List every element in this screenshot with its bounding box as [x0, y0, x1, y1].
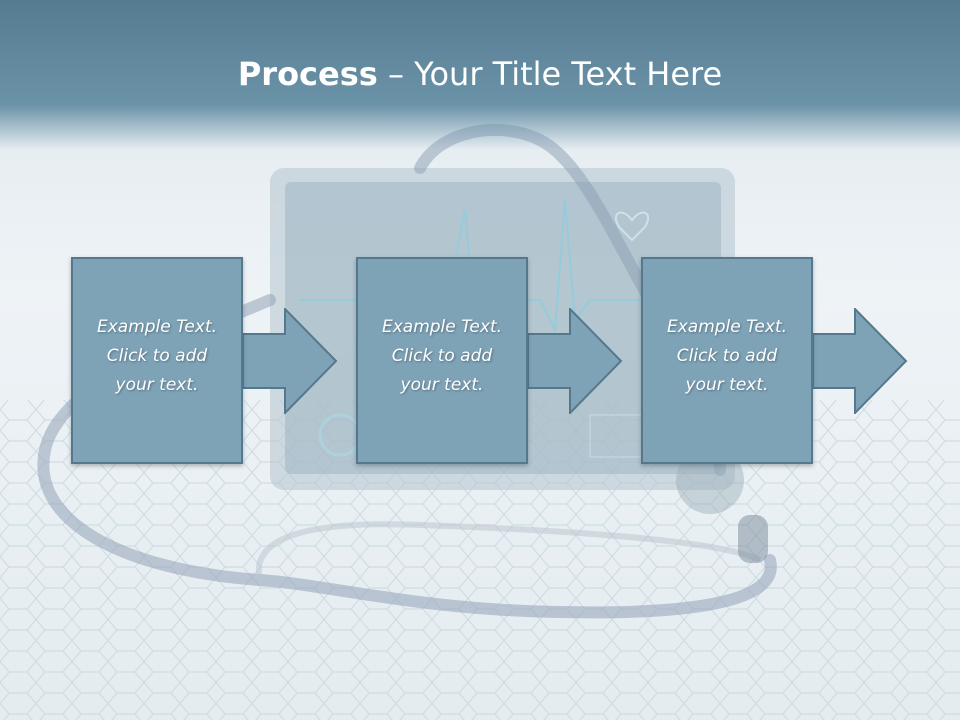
- step-line: your text.: [400, 375, 484, 395]
- step-line: your text.: [685, 375, 769, 395]
- step-line: Click to add: [676, 346, 778, 366]
- step-line: Example Text.: [381, 317, 503, 337]
- process-step-1[interactable]: Example Text. Click to add your text.: [71, 257, 243, 464]
- arrow-right-icon: [528, 308, 623, 414]
- arrow-right-icon: [813, 308, 908, 414]
- step-line: Example Text.: [96, 317, 218, 337]
- title-bold: Process: [237, 55, 378, 93]
- step-line: Example Text.: [666, 317, 788, 337]
- step-text: Example Text. Click to add your text.: [362, 313, 522, 400]
- arrow-right-icon: [243, 308, 338, 414]
- step-text: Example Text. Click to add your text.: [647, 313, 807, 400]
- step-text: Example Text. Click to add your text.: [77, 313, 237, 400]
- step-line: your text.: [115, 375, 199, 395]
- slide-title[interactable]: Process – Your Title Text Here: [0, 50, 960, 98]
- header-band: [0, 0, 960, 150]
- process-step-3[interactable]: Example Text. Click to add your text.: [641, 257, 813, 464]
- process-step-2[interactable]: Example Text. Click to add your text.: [356, 257, 528, 464]
- title-rest: – Your Title Text Here: [377, 55, 723, 93]
- step-line: Click to add: [391, 346, 493, 366]
- step-line: Click to add: [106, 346, 208, 366]
